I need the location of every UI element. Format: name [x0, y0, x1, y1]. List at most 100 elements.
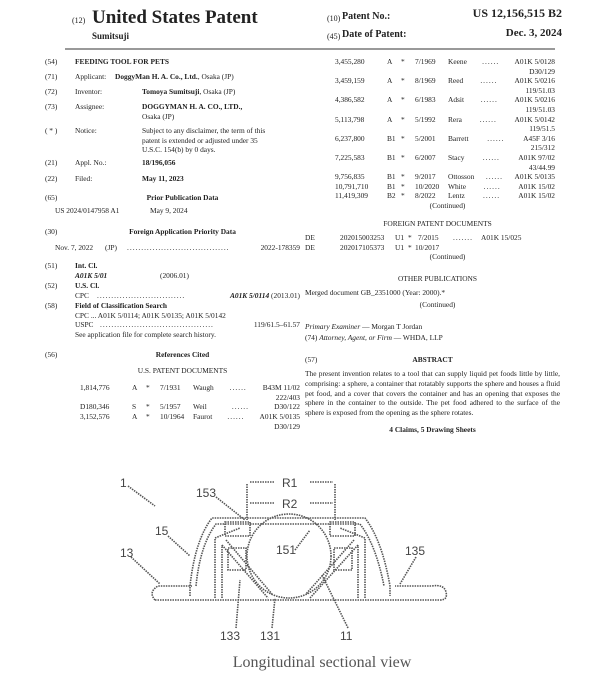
- ref-number: 6,237,800: [335, 133, 365, 143]
- field-label: Field of Classification Search: [75, 301, 168, 310]
- ref-class: A01K 5/0216: [514, 76, 555, 86]
- ref-kind: A: [387, 95, 393, 105]
- abstract-heading: ABSTRACT: [412, 354, 453, 364]
- ref-date: 8/1969: [415, 76, 436, 86]
- search-uspc: 119/61.5–61.57: [253, 320, 300, 330]
- inventor-surname: Sumitsuji: [92, 31, 130, 41]
- cited-star: *: [401, 152, 405, 162]
- appl-no: 18/196,056: [142, 158, 176, 167]
- ref-number: 3,459,159: [335, 76, 365, 86]
- label-131: 131: [260, 629, 280, 643]
- field-label: U.S. Cl.: [75, 281, 100, 290]
- us-ref-row-continued: 119/51.03: [335, 105, 556, 115]
- cited-star: *: [146, 383, 150, 393]
- priority-country: (JP): [105, 243, 117, 252]
- code: (56): [45, 350, 58, 359]
- us-ref-row-continued: 119/51.03: [335, 86, 556, 96]
- cited-star: *: [401, 133, 405, 143]
- leader-dots: .......: [453, 233, 473, 243]
- ref-date: 9/2017: [415, 172, 436, 182]
- ref-date: 5/1957: [160, 402, 181, 412]
- applicant-location: , Osaka (JP): [197, 72, 234, 81]
- examiner-name: — Morgan T Jordan: [362, 321, 423, 331]
- ref-date: 10/1964: [160, 411, 185, 421]
- label-15: 15: [155, 524, 169, 538]
- ref-number: 9,756,835: [335, 172, 365, 182]
- ref-inventor: Waugh: [193, 383, 214, 393]
- leader-dots: ......: [482, 191, 501, 201]
- label-133: 133: [220, 629, 240, 643]
- container-wall-right: [339, 527, 366, 598]
- foreign-ref-row: DE 202017105373 U1 * 10/2017: [305, 243, 560, 253]
- section-heading: Foreign Application Priority Data: [129, 227, 236, 236]
- country: DE: [305, 233, 315, 243]
- attorney: (74) Attorney, Agent, or Firm — WHDA, LL…: [305, 333, 560, 343]
- leader-dots: ......: [227, 411, 245, 421]
- ref-class: A01K 5/0142: [514, 114, 555, 124]
- field-label: Appl. No.:: [75, 158, 107, 167]
- ref-number: 3,455,280: [335, 57, 365, 66]
- country: DE: [305, 242, 315, 252]
- ref-kind: B1: [387, 172, 396, 182]
- ref-number: 202015003253: [340, 233, 385, 243]
- us-ref-row-continued: 222/403: [80, 393, 300, 403]
- ref-kind: A: [132, 411, 138, 421]
- leader-dots: ...............................: [97, 290, 186, 300]
- ref-inventor: Weil: [193, 402, 207, 412]
- notice-line: U.S.C. 154(b) by 0 days.: [142, 145, 216, 155]
- code: (65): [45, 193, 58, 202]
- leader-lines: [127, 485, 417, 629]
- leader-dots: ....................................: [127, 243, 230, 252]
- cited-star: *: [408, 242, 412, 252]
- examiner-label: Primary Examiner: [305, 321, 361, 331]
- ref-inventor: White: [448, 181, 467, 191]
- search-cpc: CPC ... A01K 5/0114; A01K 5/0135; A01K 5…: [75, 310, 226, 320]
- foreign-reference-list: DE 202015003253 U1 * 7/2015 ....... A01K…: [305, 233, 560, 252]
- cited-star: *: [401, 172, 405, 182]
- ref-date: 5/2001: [415, 133, 436, 143]
- continued-note: (Continued): [429, 252, 466, 262]
- ref-inventor: Barrett: [448, 133, 469, 143]
- cpc-label: CPC: [75, 290, 89, 300]
- patent-no-label: Patent No.:: [342, 11, 391, 22]
- ref-kind: B1: [387, 181, 396, 191]
- ref-number: 3,152,576: [80, 411, 110, 421]
- section-heading: Prior Publication Data: [146, 193, 219, 202]
- ref-inventor: Lentz: [448, 191, 465, 201]
- cited-star: *: [401, 191, 405, 201]
- field-label: Inventor:: [75, 87, 103, 96]
- label-r2: R2: [282, 497, 298, 511]
- cited-star: *: [401, 114, 405, 124]
- ref-class-secondary: 119/51.5: [529, 124, 555, 134]
- priority-date: Nov. 7, 2022: [55, 243, 94, 252]
- leader-dots: ......: [480, 76, 498, 86]
- leader-dots: ......: [483, 181, 501, 191]
- field-label: Filed:: [75, 174, 93, 183]
- ref-date: 10/2020: [415, 181, 440, 191]
- ref-number: 5,113,798: [335, 114, 365, 124]
- code: (74): [305, 333, 318, 343]
- inventor-location: , Osaka (JP): [199, 87, 236, 96]
- field-label: Applicant:: [75, 72, 107, 81]
- uspc-label: USPC: [75, 320, 94, 330]
- leader-dots: ......: [482, 152, 500, 162]
- label-13: 13: [120, 546, 134, 560]
- ref-kind: U1: [395, 242, 405, 252]
- ref-number: 4,386,582: [335, 95, 365, 105]
- code-45: (45): [327, 32, 341, 41]
- assignee-name: DOGGYMAN H. A. CO., LTD.,: [142, 102, 243, 111]
- cited-star: *: [401, 95, 405, 105]
- leader-dots: ........................................: [100, 320, 214, 330]
- continued-note: (Continued): [419, 300, 456, 310]
- leader-dots: ......: [480, 95, 498, 105]
- leader-dots: ......: [229, 383, 247, 393]
- container-wall-left: [214, 527, 241, 598]
- ref-class-secondary: D30/129: [529, 66, 555, 76]
- code: (57): [305, 354, 318, 364]
- claims-summary: 4 Claims, 5 Drawing Sheets: [389, 425, 476, 435]
- section-heading: References Cited: [155, 350, 210, 359]
